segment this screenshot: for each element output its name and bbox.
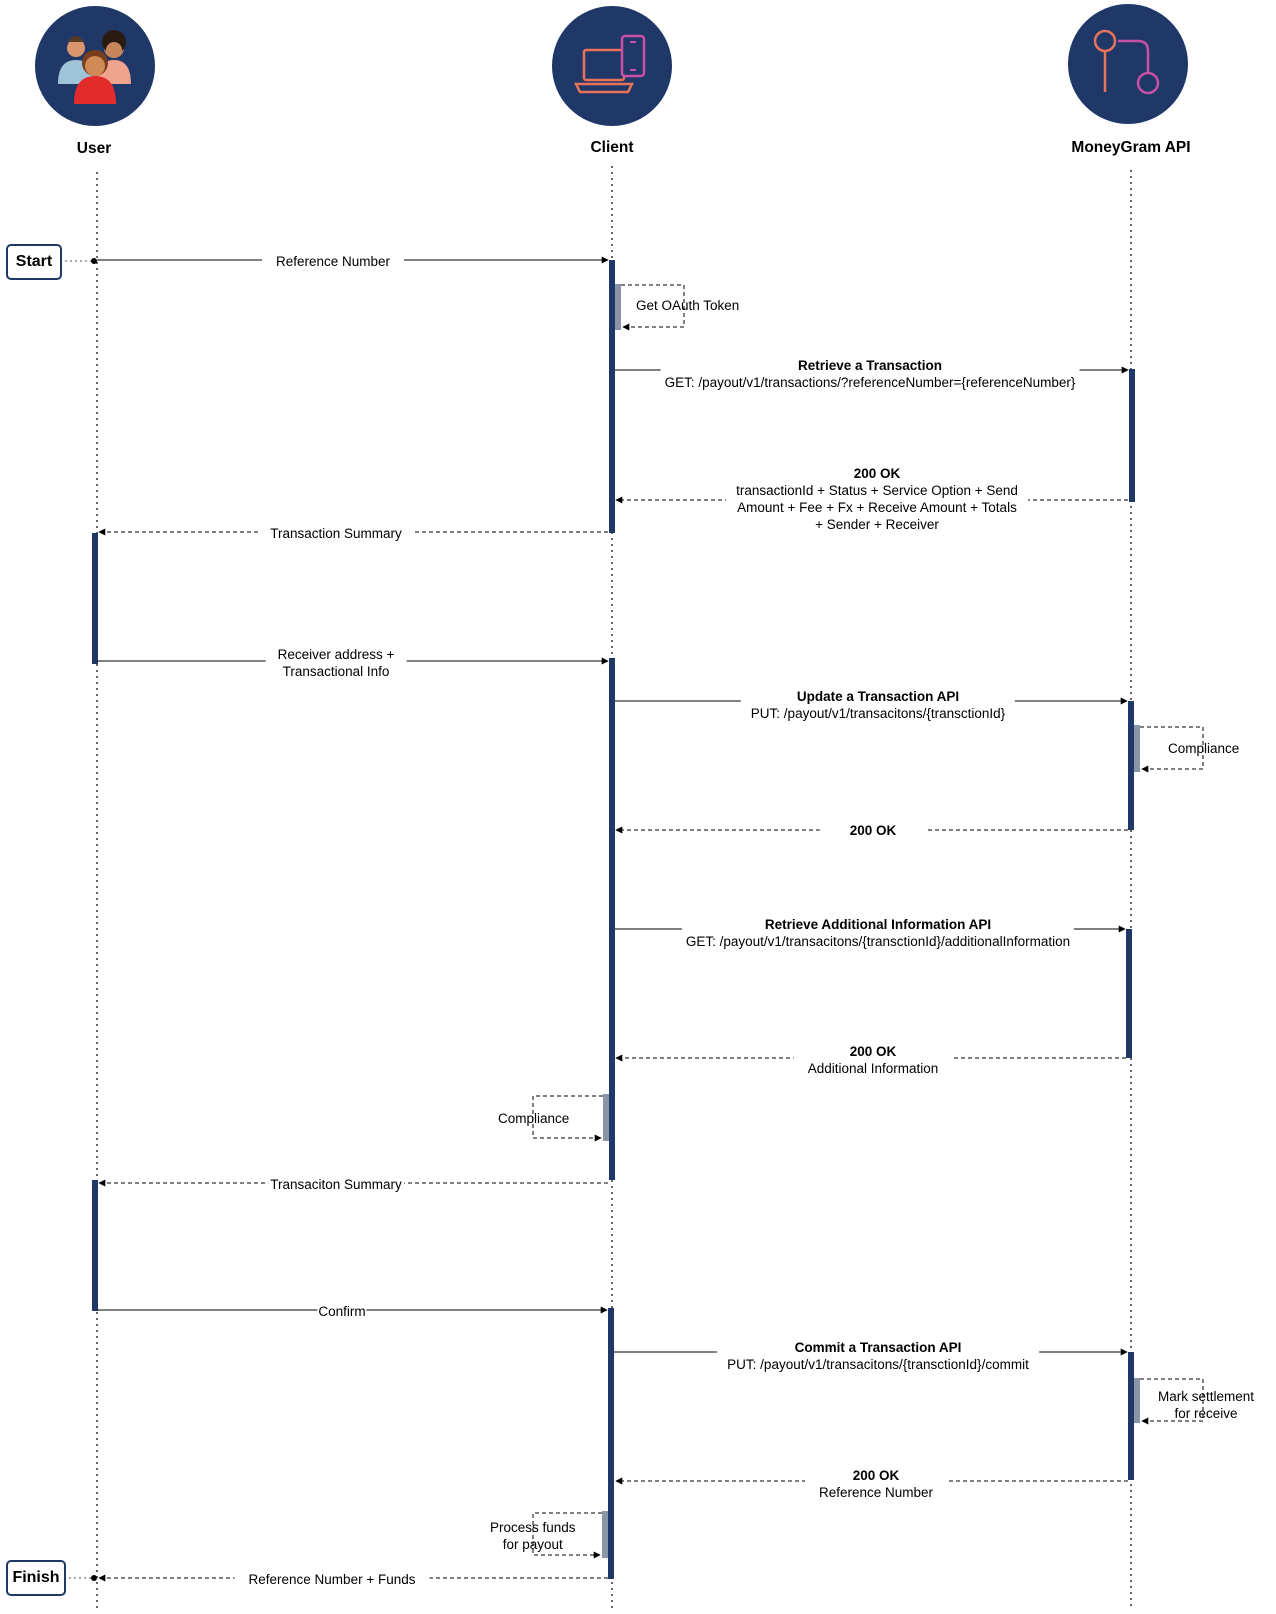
git-branch-icon bbox=[1068, 4, 1188, 124]
label-reference-funds: Reference Number + Funds bbox=[234, 1571, 430, 1588]
activation-client-1 bbox=[609, 260, 615, 533]
actor-client-label: Client bbox=[590, 139, 634, 156]
label-update-transaction: Update a Transaction API PUT: /payout/v1… bbox=[740, 688, 1016, 722]
activation-api-1 bbox=[1129, 369, 1135, 502]
arrow-mark-settlement bbox=[1140, 1378, 1204, 1425]
arrow-client-compliance bbox=[532, 1095, 603, 1142]
activation-api-settlement bbox=[1134, 1378, 1140, 1423]
arrow-api-compliance bbox=[1140, 726, 1204, 773]
label-transaction-summary-1: Transaction Summary bbox=[258, 525, 414, 542]
label-200-ok-3: 200 OK Additional Information bbox=[793, 1043, 953, 1077]
actor-moneygram-label: MoneyGram API bbox=[1071, 139, 1191, 156]
label-get-oauth: Get OAuth Token bbox=[636, 298, 740, 313]
label-receiver-address: Receiver address + Transactional Info bbox=[265, 646, 407, 680]
label-commit-transaction: Commit a Transaction API PUT: /payout/v1… bbox=[717, 1339, 1039, 1373]
people-icon bbox=[35, 6, 155, 126]
finish-terminal: Finish bbox=[6, 1560, 66, 1596]
label-process-funds: Process funds for payout bbox=[490, 1520, 576, 1552]
label-client-compliance: Compliance bbox=[498, 1111, 570, 1126]
activation-client-oauth bbox=[615, 284, 621, 330]
label-confirm: Confirm bbox=[317, 1303, 367, 1320]
label-transaction-summary-2: Transaciton Summary bbox=[268, 1176, 404, 1193]
start-terminal: Start bbox=[6, 244, 62, 280]
label-retrieve-additional: Retrieve Additional Information API GET:… bbox=[681, 916, 1075, 950]
label-mark-settlement: Mark settlement for receive bbox=[1158, 1389, 1255, 1421]
label-200-ok-1: 200 OK transactionId + Status + Service … bbox=[726, 465, 1028, 533]
activation-client-payout bbox=[602, 1511, 608, 1558]
actor-user-label: User bbox=[76, 140, 112, 157]
activation-user-2 bbox=[92, 1180, 98, 1311]
activation-client-compliance bbox=[603, 1094, 609, 1141]
arrow-get-oauth bbox=[621, 284, 685, 331]
laptop-phone-icon bbox=[552, 6, 672, 126]
activation-api-2 bbox=[1128, 701, 1134, 830]
label-reference-number: Reference Number bbox=[261, 253, 405, 270]
activation-user-1 bbox=[92, 533, 98, 664]
label-api-compliance: Compliance bbox=[1168, 741, 1240, 756]
label-retrieve-transaction: Retrieve a Transaction GET: /payout/v1/t… bbox=[660, 357, 1080, 391]
activation-client-3 bbox=[608, 1308, 614, 1579]
label-200-ok-2: 200 OK bbox=[819, 822, 927, 839]
activation-api-compliance bbox=[1134, 725, 1140, 772]
activation-api-3 bbox=[1126, 929, 1132, 1058]
activation-api-4 bbox=[1128, 1352, 1134, 1480]
activation-client-2 bbox=[609, 658, 615, 1180]
label-200-ok-4: 200 OK Reference Number bbox=[804, 1467, 948, 1501]
